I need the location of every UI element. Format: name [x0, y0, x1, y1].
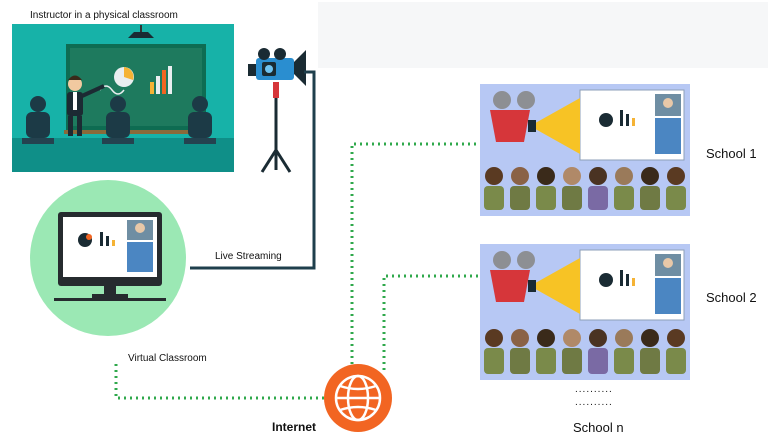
internet-to-school2-link — [382, 274, 478, 370]
virtual-to-internet-link — [114, 364, 326, 400]
school-2-students — [484, 329, 686, 374]
virtual-classroom-node — [30, 180, 186, 336]
ellipsis-line-1: .......... — [575, 384, 613, 395]
ellipsis-line-2: .......... — [575, 397, 613, 408]
background-frame — [318, 2, 768, 68]
school-1-students — [484, 167, 686, 210]
live-streaming-cable — [190, 70, 316, 270]
internet-label: Internet — [272, 420, 317, 434]
monitor-icon — [54, 212, 166, 301]
school-2-label: School 2 — [706, 290, 757, 305]
projector-icon — [490, 91, 536, 142]
tripod-icon — [260, 82, 292, 173]
internet-links — [114, 142, 478, 400]
school-1-scene — [480, 84, 690, 216]
physical-classroom-label: Instructor in a physical classroom — [30, 10, 178, 21]
virtual-classroom-label: Virtual Classroom — [128, 353, 207, 364]
globe-icon — [324, 364, 392, 432]
classroom-students — [22, 96, 216, 144]
school-1-label: School 1 — [706, 146, 757, 161]
internet-to-school1-link — [350, 142, 478, 370]
video-camera-icon — [248, 48, 306, 86]
school-n-label: School n — [573, 420, 624, 435]
school-2-scene — [480, 244, 690, 380]
instructor-icon — [67, 75, 105, 136]
live-streaming-label: Live Streaming — [215, 251, 282, 262]
projector-icon — [490, 251, 536, 302]
physical-classroom-scene — [12, 24, 234, 172]
